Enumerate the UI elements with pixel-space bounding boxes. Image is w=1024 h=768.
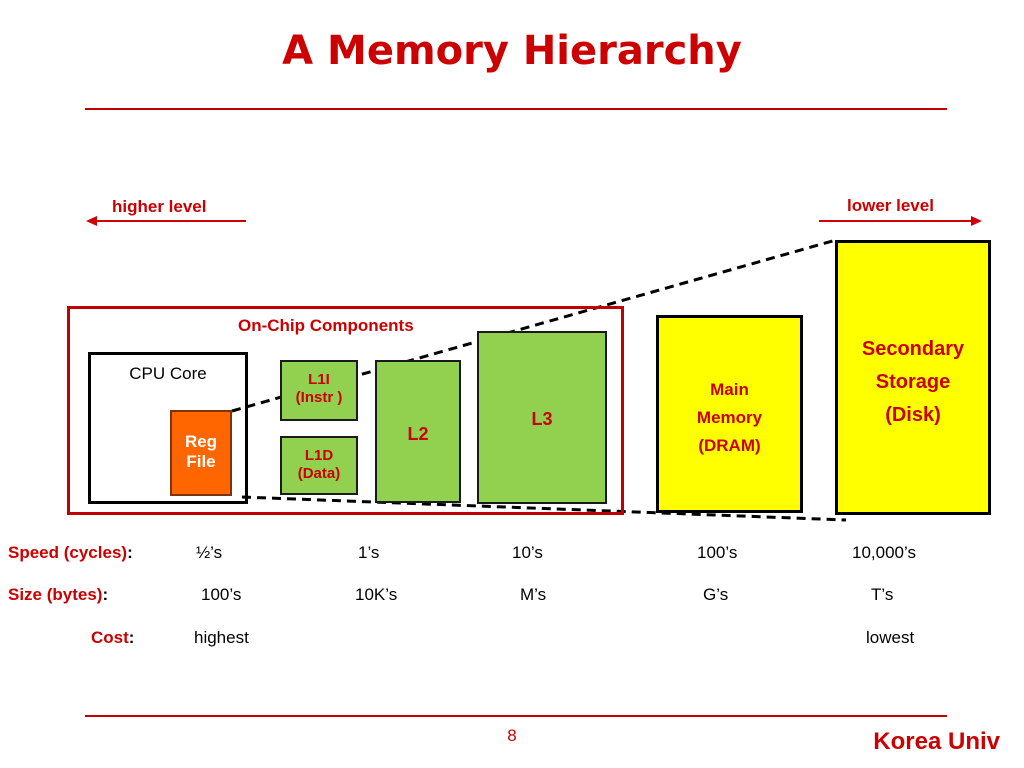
higher-level-label: higher level [112,197,207,216]
l1i-label-line2: (Instr ) [295,389,343,406]
left-arrow-icon [86,216,246,226]
right-arrow-icon [819,216,982,226]
main-memory-label-line3: (DRAM) [698,436,761,455]
lower-level-label: lower level [847,196,934,215]
reg-file-label-line1: Reg [184,432,218,451]
secondary-storage-label-line3: (Disk) [885,404,941,426]
page-number: 8 [507,726,517,745]
footer-divider [85,715,947,717]
cost-row-label: Cost: [91,628,135,647]
reg-file-label-line2: File [186,452,216,472]
l3-cache-box: L3 [477,331,607,504]
size-row-label: Size (bytes): [8,585,109,604]
main-memory-box: Main Memory (DRAM) [656,315,803,513]
cpu-core-label: CPU Core [129,364,207,383]
secondary-storage-label-line1: Secondary [861,338,965,360]
cost-value-lowest: lowest [866,628,915,647]
speed-value: 10,000’s [852,543,916,562]
page-title: A Memory Hierarchy [282,28,742,74]
l2-label: L2 [407,424,429,444]
l1d-label-line1: L1D [304,447,334,464]
cost-value-highest: highest [194,628,249,647]
l1d-label-line2: (Data) [297,465,341,482]
onchip-components-box [67,306,624,515]
size-value: G’s [703,585,729,604]
secondary-storage-label-line2: Storage [875,371,951,393]
speed-value: ½’s [196,543,223,562]
speed-value: 1’s [358,543,380,562]
size-value: M’s [520,585,547,604]
size-value: 100’s [201,585,242,604]
l3-label: L3 [531,409,553,429]
l1d-cache-box: L1D (Data) [280,436,358,495]
size-value: 10K’s [355,585,398,604]
onchip-components-label: On-Chip Components [238,316,414,335]
speed-value: 100’s [697,543,738,562]
main-memory-label-line2: Memory [696,408,763,427]
cpu-core-box: CPU Core [88,352,248,504]
dashed-bottom-line [241,495,847,522]
speed-value: 10’s [512,543,543,562]
l1i-label-line1: L1I [308,371,330,388]
size-value: T’s [871,585,894,604]
footer-brand: Korea Univ [873,728,1000,755]
title-divider [85,108,947,110]
l2-cache-box: L2 [375,360,461,503]
l1i-cache-box: L1I (Instr ) [280,360,358,421]
secondary-storage-box: Secondary Storage (Disk) [835,240,991,515]
reg-file-box: Reg File [170,410,232,496]
main-memory-label-line1: Main [710,380,749,399]
speed-row-label: Speed (cycles): [8,543,133,562]
